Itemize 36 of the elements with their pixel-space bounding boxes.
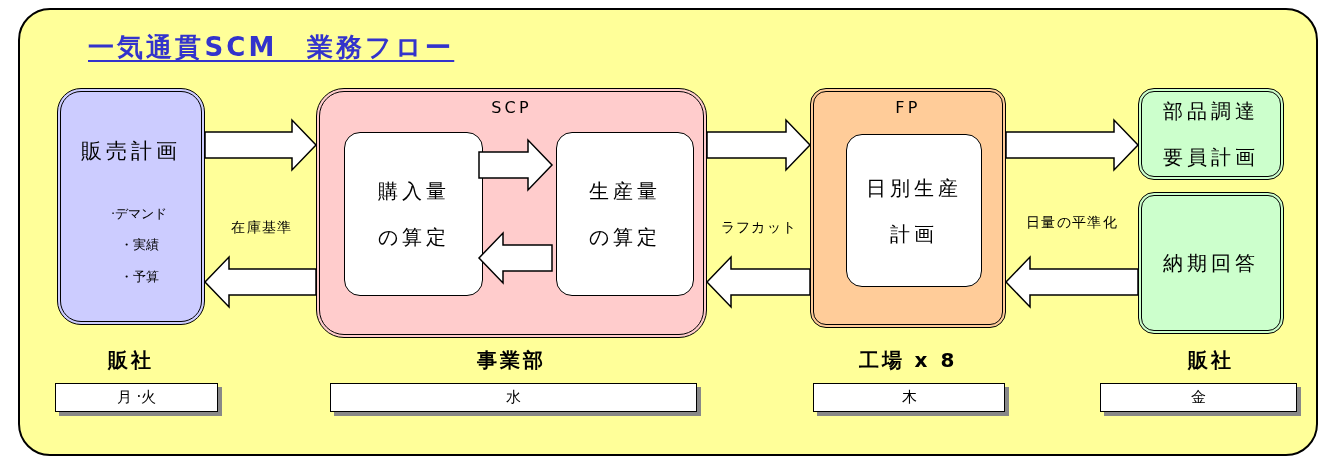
day-text: 月 ·火 — [116, 387, 157, 409]
block-arrow — [203, 255, 317, 309]
bullet-text: ・予算 — [118, 267, 159, 286]
group-title: FP — [894, 97, 922, 119]
block-arrow — [204, 118, 318, 172]
process-box — [344, 132, 483, 296]
process-box — [556, 132, 694, 296]
process-box — [846, 134, 982, 287]
day-text: 木 — [901, 387, 917, 409]
node-title: 販売計画 — [80, 138, 182, 165]
group-box — [810, 88, 1006, 328]
group-box — [316, 88, 707, 338]
block-arrow — [478, 138, 554, 192]
day-text: 金 — [1191, 387, 1206, 409]
bullet-text: ·デマンド — [109, 204, 168, 223]
node-text: 部品調達要員計画 — [1162, 98, 1260, 171]
node-text: 生産量の算定 — [588, 178, 662, 251]
node-text: 日別生産計画 — [865, 174, 963, 248]
group-title: SCP — [490, 97, 533, 119]
node-text: 納期回答 — [1163, 250, 1259, 277]
org-label: 事業部 — [477, 347, 546, 374]
process-box — [1138, 192, 1284, 334]
node-text: 購入量の算定 — [376, 178, 451, 251]
block-arrow — [706, 118, 812, 172]
day-text: 水 — [506, 387, 521, 409]
block-arrow — [705, 255, 811, 309]
bullet-text: ・実績 — [118, 236, 159, 254]
diagram-title: 一気通貫SCM 業務フロー — [88, 32, 455, 62]
process-box — [57, 88, 205, 325]
block-arrow — [1004, 255, 1139, 309]
org-label: 販社 — [108, 347, 154, 374]
block-arrow — [1005, 118, 1140, 172]
org-label: 工場 x 8 — [858, 347, 958, 374]
org-label: 販社 — [1188, 347, 1234, 374]
process-box — [1138, 88, 1284, 180]
block-arrow — [477, 231, 553, 285]
